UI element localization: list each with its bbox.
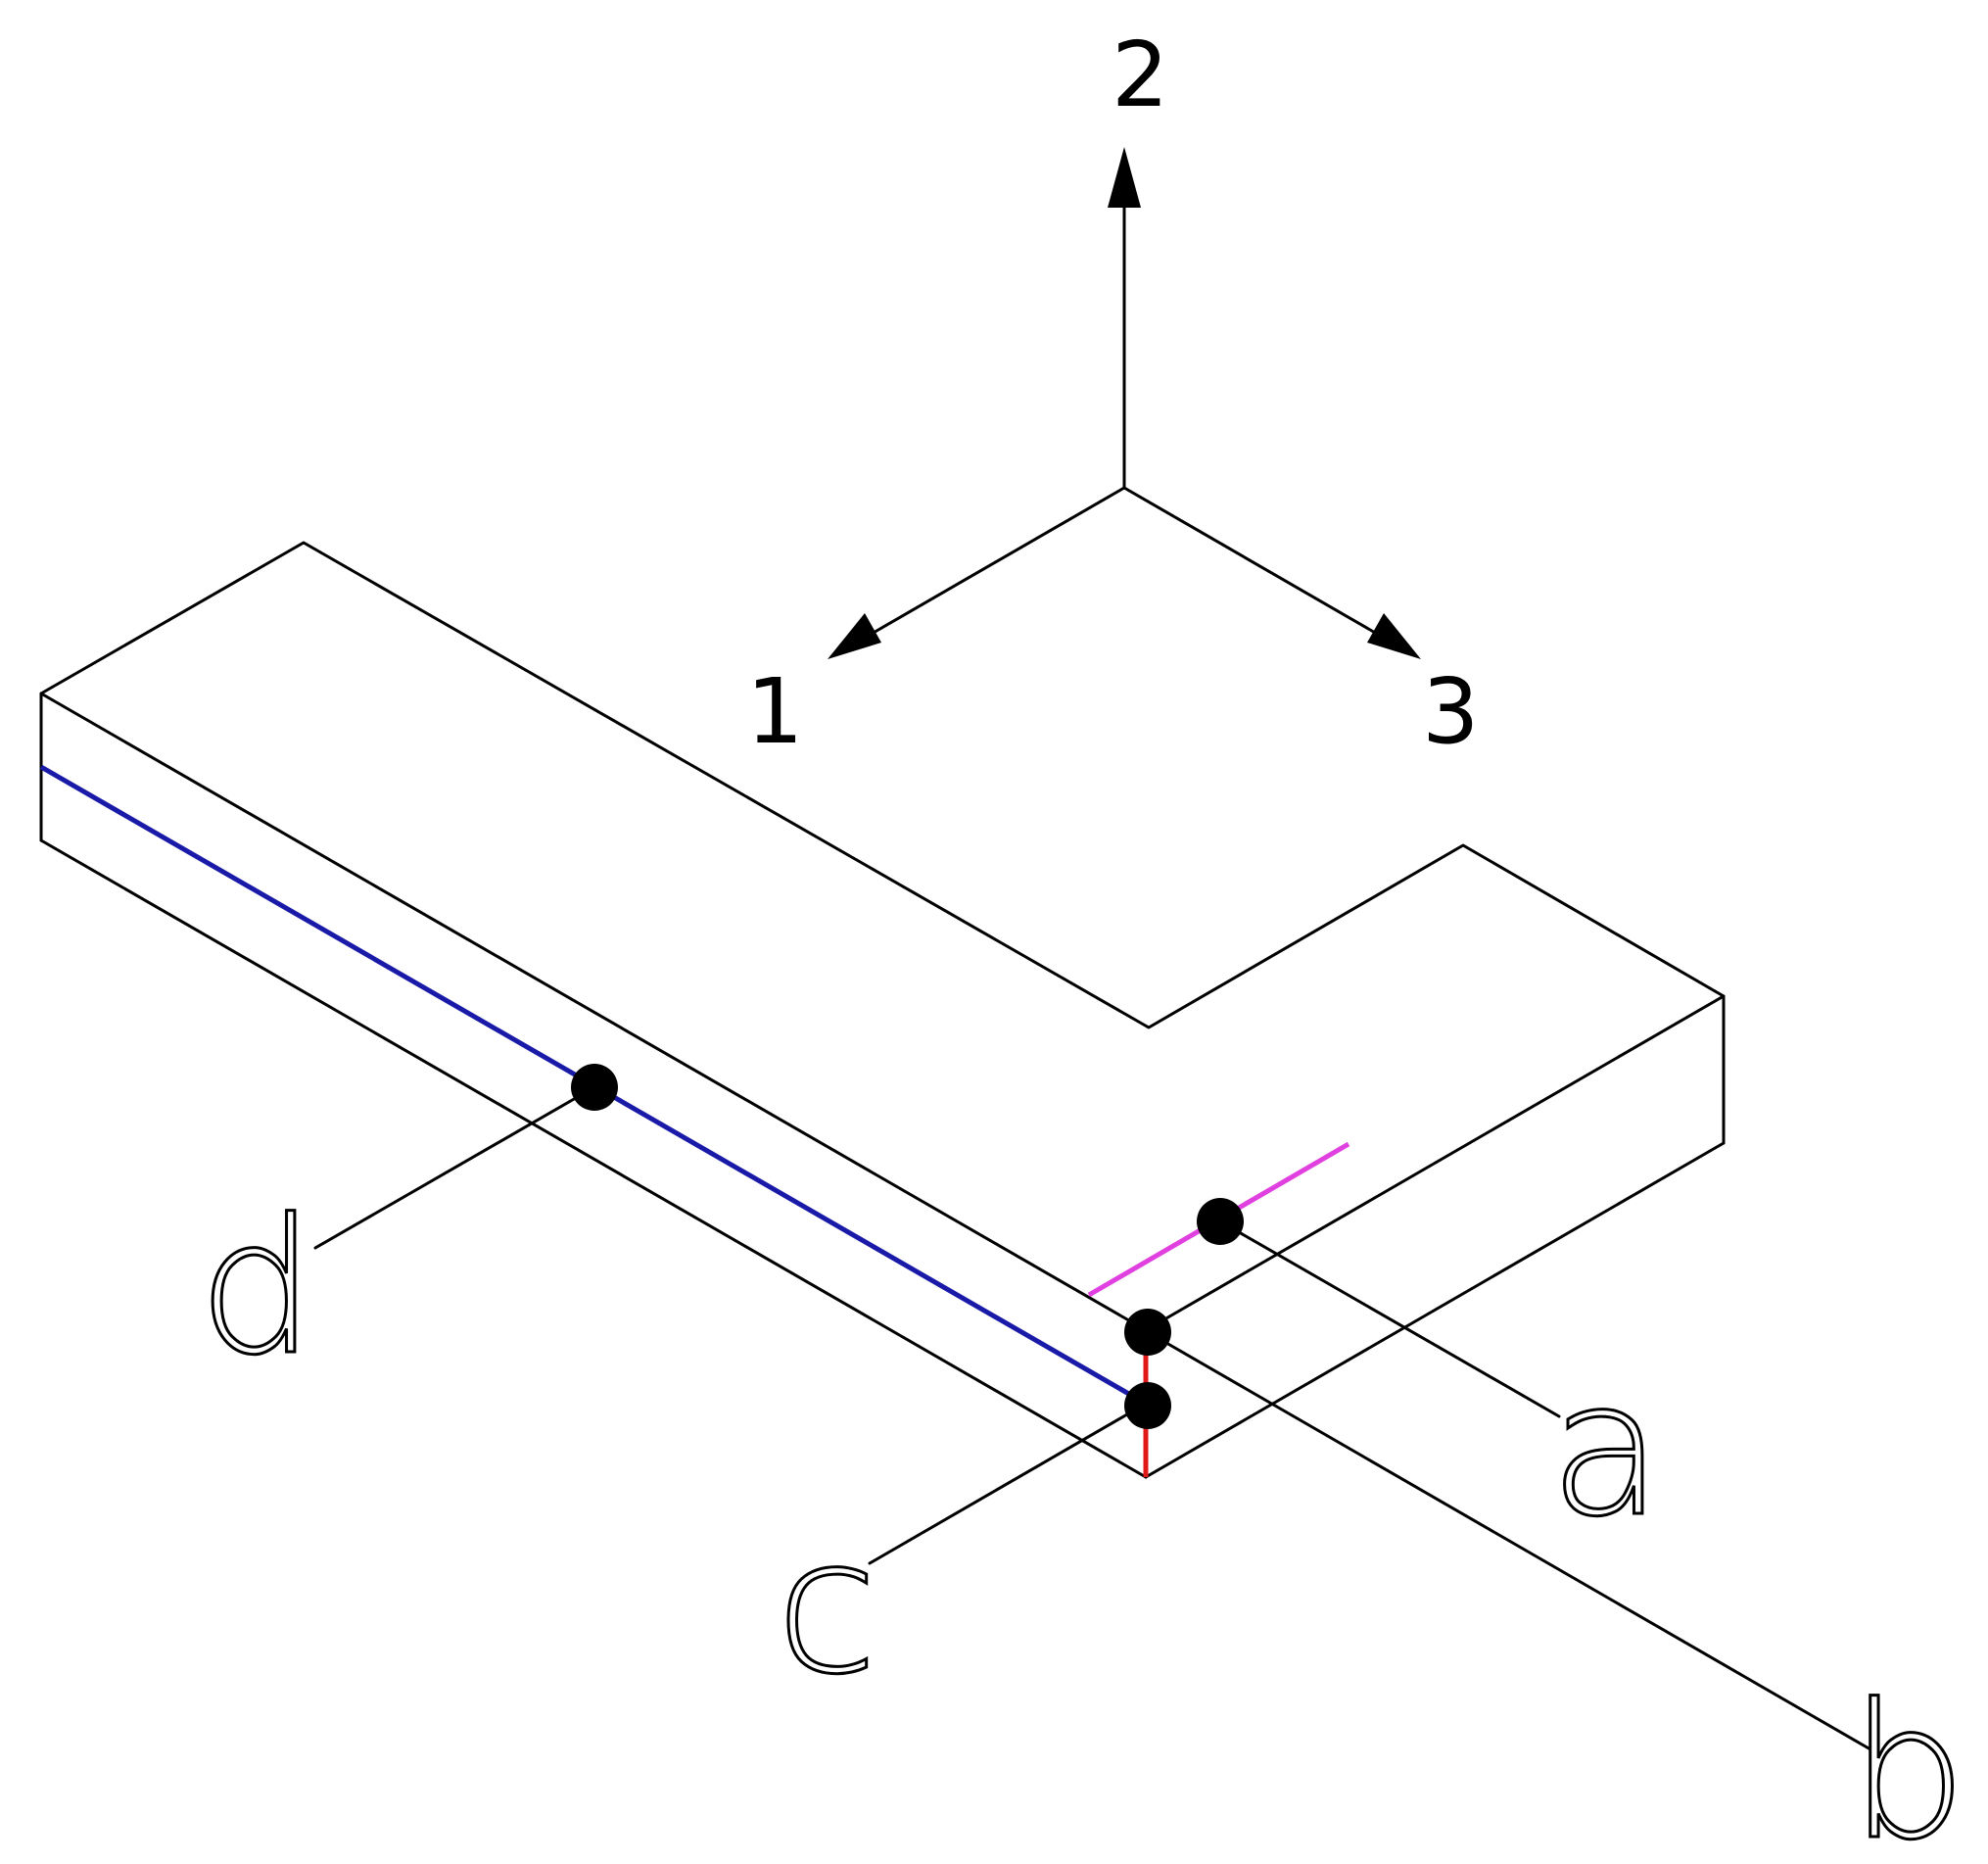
point-c-label: c — [776, 1499, 877, 1715]
point-c — [1124, 1382, 1171, 1429]
point-a-label: a — [1549, 1341, 1663, 1557]
axis-3-arrowhead — [1367, 613, 1421, 659]
point-b-label: b — [1849, 1664, 1967, 1864]
axis-3-label: 3 — [1422, 659, 1480, 764]
point-d — [571, 1064, 618, 1111]
leader-b — [1146, 1330, 1872, 1751]
axis-1-arrowhead — [828, 613, 881, 659]
point-d-label: d — [198, 1179, 316, 1396]
point-a — [1197, 1198, 1244, 1245]
leader-lines — [313, 1085, 1872, 1751]
point-b — [1124, 1309, 1171, 1356]
coordinate-axes: 2 1 3 — [746, 23, 1480, 764]
points — [571, 1064, 1244, 1429]
axis-1-label: 1 — [746, 659, 804, 764]
axis-1-line — [871, 486, 1125, 636]
axis-2-label: 2 — [1112, 23, 1169, 127]
leader-c — [868, 1402, 1148, 1565]
plate-outline — [39, 541, 1726, 1479]
leader-d — [313, 1085, 596, 1250]
plate-bottom-front-edge — [39, 838, 1148, 1479]
axis-3-line — [1123, 486, 1378, 636]
axis-2-arrowhead — [1108, 147, 1141, 208]
plate-bottom-side-edge — [1144, 1141, 1726, 1479]
leader-a — [1218, 1219, 1561, 1418]
